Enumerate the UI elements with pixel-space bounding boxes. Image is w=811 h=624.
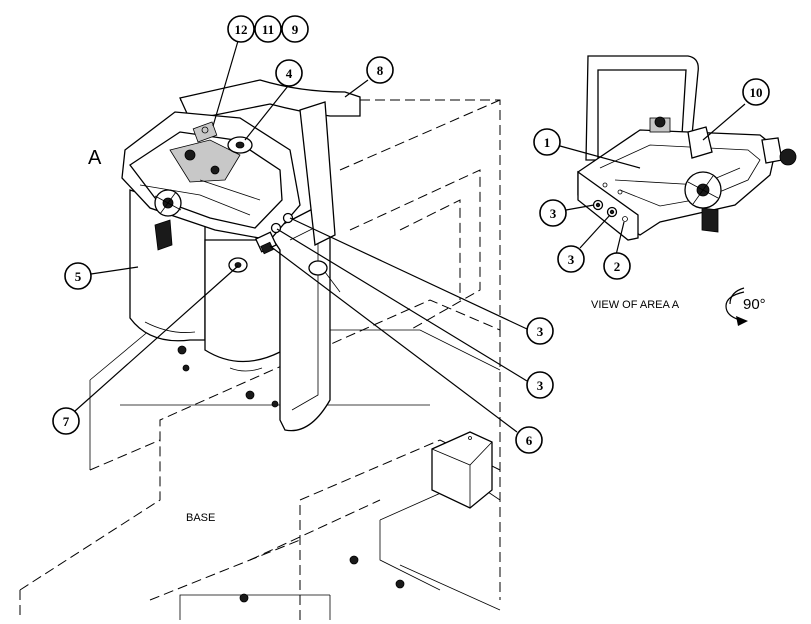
callout-3-upper-label: 3 — [537, 324, 544, 339]
view-letter-a: A — [88, 147, 102, 169]
callout-8: 8 — [366, 56, 394, 84]
callout-11: 11 — [254, 15, 282, 43]
callout-6: 6 — [515, 426, 543, 454]
filter-assembly — [121, 79, 361, 432]
callout-6-label: 6 — [526, 433, 533, 448]
callout-3-detail-upper: 3 — [539, 199, 567, 227]
callout-4: 4 — [275, 59, 303, 87]
callout-3-detail-lower-label: 3 — [568, 252, 575, 267]
callout-3-detail-upper-label: 3 — [550, 206, 557, 221]
callout-12: 12 — [227, 15, 255, 43]
callout-10: 10 — [742, 78, 770, 106]
callout-10-label: 10 — [750, 85, 763, 100]
callout-12-label: 12 — [235, 22, 248, 37]
callout-3-upper: 3 — [526, 317, 554, 345]
leader-lines — [74, 40, 746, 433]
callout-3-lower: 3 — [526, 371, 554, 399]
rotation-label: 90° — [743, 296, 766, 313]
rotate-arrow-icon — [725, 287, 748, 326]
base-label: BASE — [186, 512, 215, 524]
callout-1-label: 1 — [544, 135, 551, 150]
callout-7-label: 7 — [63, 414, 70, 429]
callout-1: 1 — [533, 128, 561, 156]
callout-3-lower-label: 3 — [537, 378, 544, 393]
callout-5-label: 5 — [75, 269, 82, 284]
detail-view-area-a — [577, 55, 797, 241]
callout-11-label: 11 — [262, 22, 274, 37]
callout-5: 5 — [64, 262, 92, 290]
callout-8-label: 8 — [377, 63, 384, 78]
callout-9: 9 — [281, 15, 309, 43]
callout-9-label: 9 — [292, 22, 299, 37]
callout-7: 7 — [52, 407, 80, 435]
callout-4-label: 4 — [286, 66, 293, 81]
base-frame — [19, 99, 501, 620]
view-caption: VIEW OF AREA A — [591, 299, 680, 311]
callout-2-label: 2 — [614, 259, 621, 274]
callout-3-detail-lower: 3 — [557, 245, 585, 273]
callout-2: 2 — [603, 252, 631, 280]
